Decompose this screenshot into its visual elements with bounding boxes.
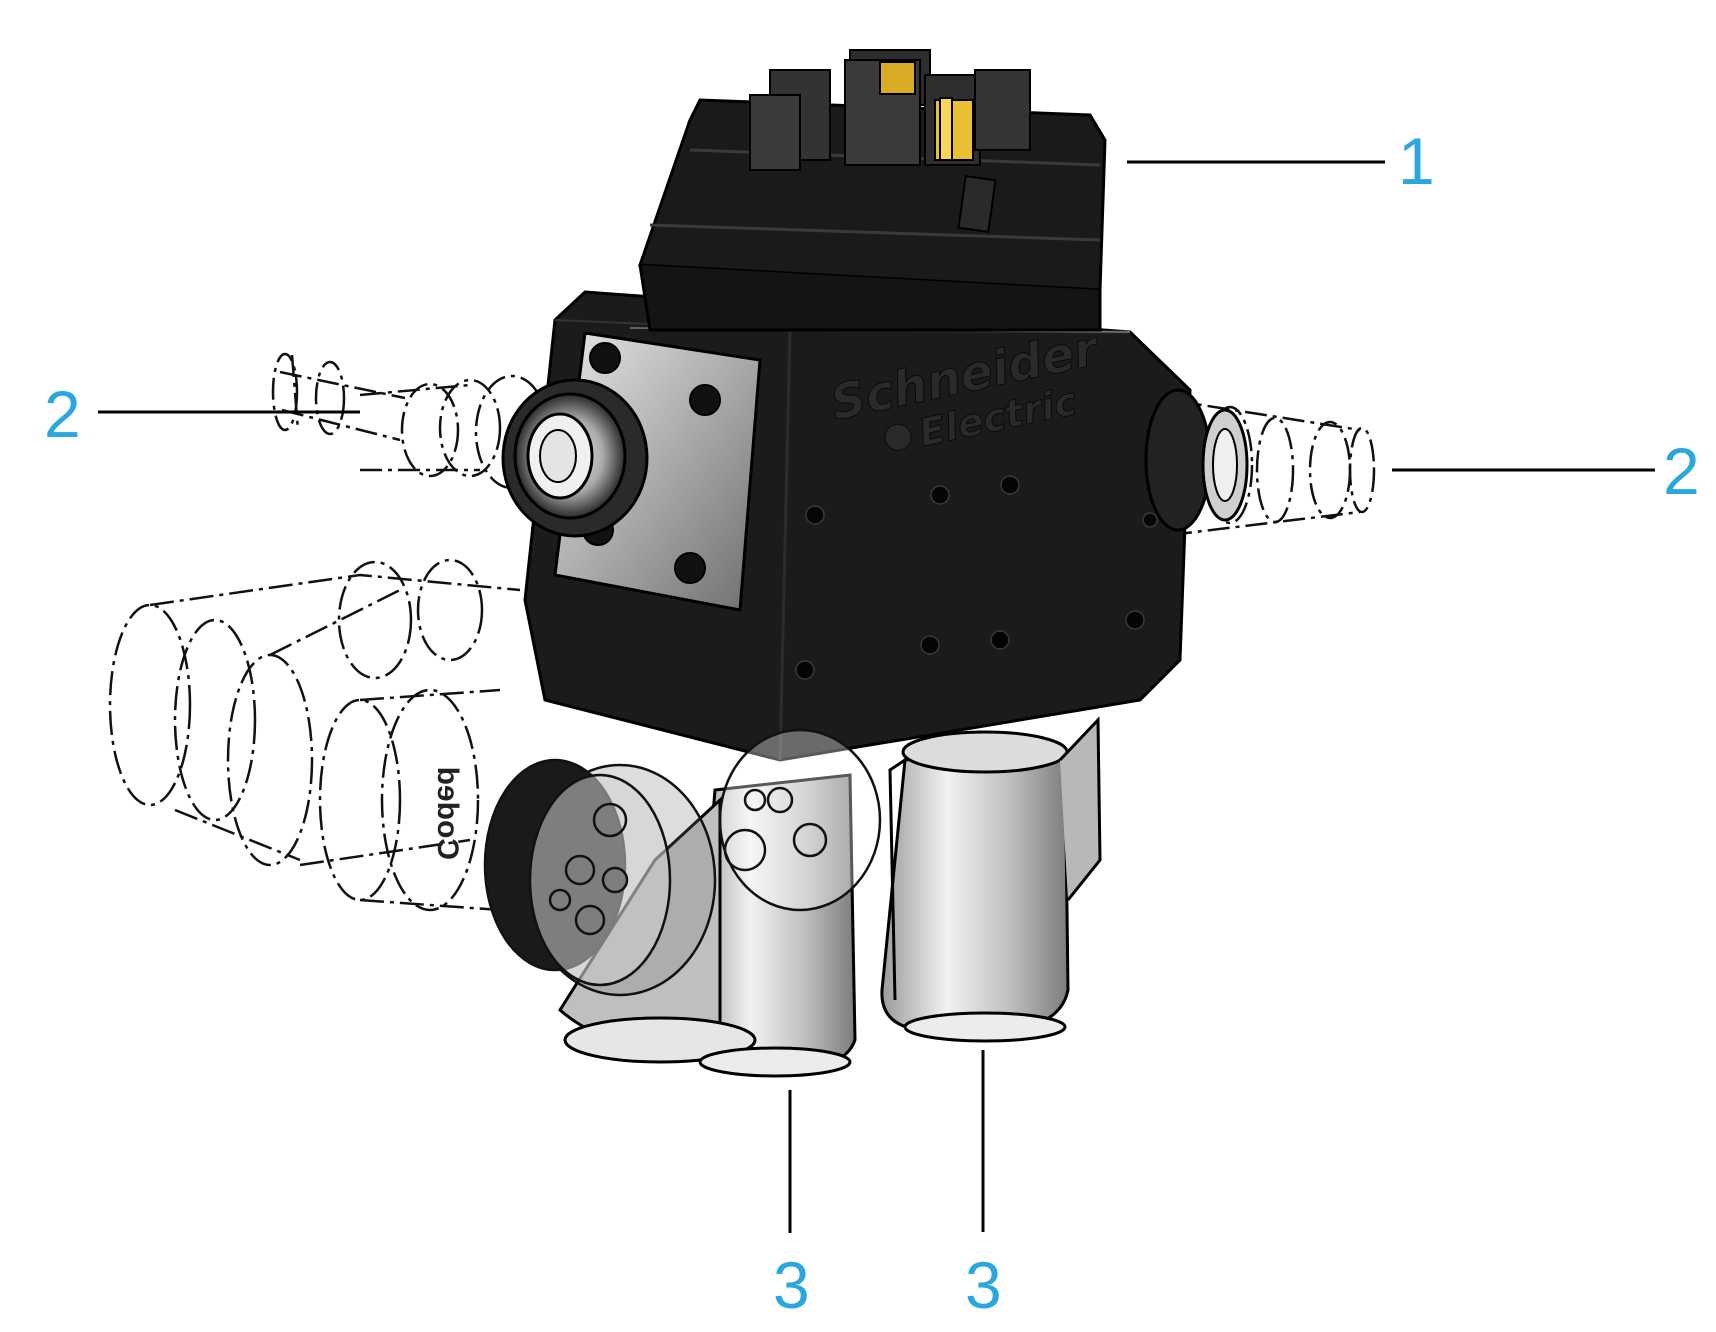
callout-2-right: 2 <box>1663 434 1700 508</box>
connector-terminals <box>749 49 1031 171</box>
callout-2-left: 2 <box>44 377 81 451</box>
callout-1: 1 <box>1398 124 1435 198</box>
leader-lines <box>98 160 1655 1233</box>
top-connector <box>637 49 1107 332</box>
mounting-holes <box>795 475 1158 680</box>
right-port <box>1144 388 1249 532</box>
connector-marking: Coded <box>431 767 464 860</box>
left-port-flange <box>501 331 762 612</box>
ghost-cable-bottom-left <box>108 558 521 912</box>
callout-3-left: 3 <box>773 1248 810 1322</box>
bottom-connector-faces: Coded <box>431 728 882 997</box>
callout-numbers: 1 2 2 3 3 <box>44 124 1700 1322</box>
callout-3-right: 3 <box>965 1248 1002 1322</box>
ghost-cable-left <box>271 352 550 490</box>
